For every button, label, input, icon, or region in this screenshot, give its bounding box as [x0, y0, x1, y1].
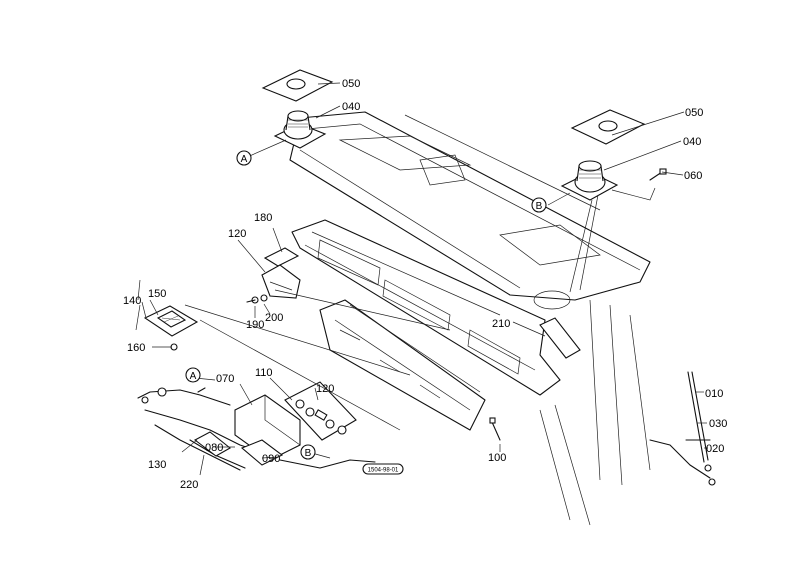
- callout-b-upper: [531, 197, 547, 213]
- roof-panel: [289, 111, 651, 310]
- label-220: 220: [180, 479, 198, 491]
- antenna: [649, 371, 716, 486]
- label-100: 100: [488, 452, 506, 464]
- plate-210: [539, 317, 581, 359]
- label-110: 110: [255, 367, 273, 379]
- label-040-right: 040: [683, 136, 701, 148]
- lamp-120: [261, 264, 301, 299]
- leader-lines: [135, 82, 708, 476]
- mount-040-right: [560, 160, 619, 201]
- wiring-harness: [137, 387, 376, 471]
- screw-190-200: [246, 294, 268, 304]
- cab-pillar: [539, 299, 651, 526]
- callout-b-lower: [300, 444, 316, 460]
- callout-a-lower-text: A: [190, 371, 197, 382]
- lens-180: [263, 247, 300, 267]
- mount-040-left: [273, 110, 327, 149]
- lamp-150: [143, 305, 199, 337]
- part-number-labels: 050 040 050 040 060 180 120 140 150 160 …: [123, 78, 727, 491]
- label-050-right: 050: [685, 107, 703, 119]
- drawing-code: 1504-98-01: [362, 463, 404, 475]
- callout-b-lower-text: B: [305, 448, 312, 459]
- label-040-left: 040: [342, 101, 360, 113]
- bolt-060: [649, 168, 667, 181]
- label-010: 010: [705, 388, 723, 400]
- callout-a-upper: [236, 150, 252, 166]
- pad-050-right: [570, 109, 646, 145]
- pad-050-left: [261, 69, 334, 102]
- console-frame: [291, 219, 561, 396]
- label-200: 200: [265, 312, 283, 324]
- label-080: 080: [205, 442, 223, 454]
- callout-markers: A B A B: [185, 150, 547, 460]
- label-130: 130: [148, 459, 166, 471]
- label-210: 210: [492, 318, 510, 330]
- callout-a-upper-text: A: [241, 154, 248, 165]
- label-150: 150: [148, 288, 166, 300]
- label-020: 020: [706, 443, 724, 455]
- label-060: 060: [684, 170, 702, 182]
- callout-b-upper-text: B: [536, 201, 543, 212]
- label-120-upper: 120: [228, 228, 246, 240]
- label-120-lower: 120: [316, 383, 334, 395]
- label-030: 030: [709, 418, 727, 430]
- lower-tray: [319, 299, 486, 431]
- label-180: 180: [254, 212, 272, 224]
- label-160: 160: [127, 342, 145, 354]
- callout-a-lower: [185, 367, 201, 383]
- label-050-left: 050: [342, 78, 360, 90]
- label-190: 190: [246, 319, 264, 331]
- drawing-code-text: 1504-98-01: [368, 468, 399, 474]
- bolt-100: [489, 417, 501, 441]
- label-090: 090: [262, 453, 280, 465]
- label-140: 140: [123, 295, 141, 307]
- label-070: 070: [216, 373, 234, 385]
